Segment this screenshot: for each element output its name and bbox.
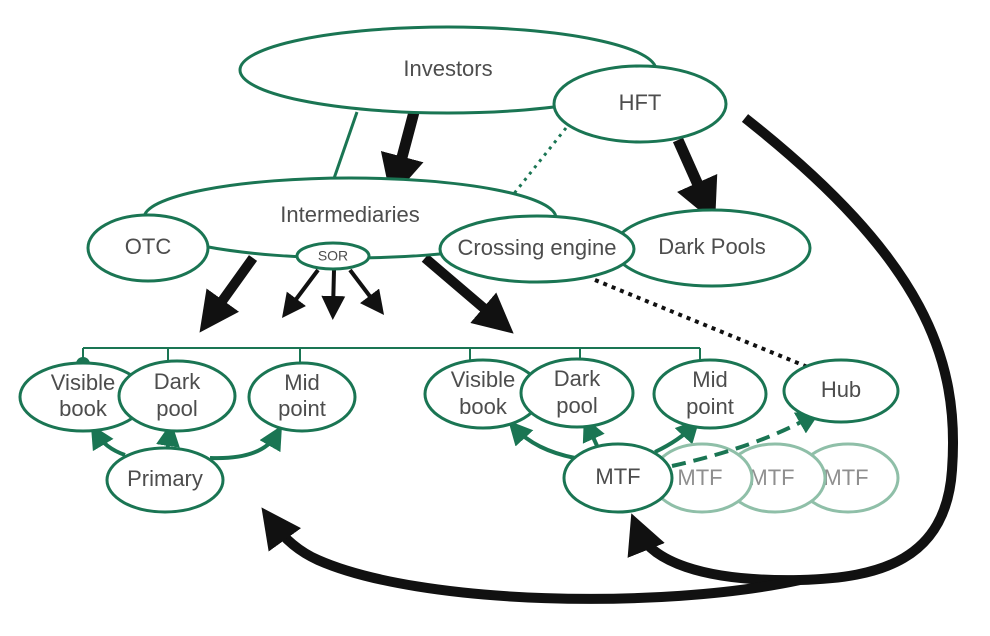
otc-node bbox=[86, 213, 210, 283]
crossing-engine-node bbox=[438, 214, 636, 284]
otc-label: OTC bbox=[125, 234, 172, 259]
arrow-hft-to-dark-pools bbox=[672, 137, 718, 224]
arrow-bottom-curve-to-primary bbox=[261, 507, 802, 604]
left-dark-pool-node bbox=[117, 359, 237, 433]
arrow-intermediaries-to-left-venues bbox=[199, 255, 258, 333]
right-mid-point-label-line1: Mid bbox=[692, 367, 727, 392]
arrow-mtf-to-hub bbox=[671, 411, 821, 468]
left-dark-pool-label-line2: pool bbox=[156, 396, 198, 421]
arrow-mtf-to-dark-pool bbox=[582, 416, 605, 449]
investors-label: Investors bbox=[403, 56, 492, 81]
left-mid-point-node bbox=[247, 361, 357, 433]
arrow-hft-large-curve bbox=[627, 114, 959, 586]
hub-node bbox=[782, 358, 900, 424]
hft-node bbox=[552, 64, 728, 144]
left-mid-point-label-line1: Mid bbox=[284, 370, 319, 395]
right-visible-book-label-line2: book bbox=[459, 394, 508, 419]
sor-label: SOR bbox=[318, 248, 348, 264]
arrow-sor-out-2 bbox=[321, 269, 346, 320]
hub-label: Hub bbox=[821, 377, 861, 402]
hft-label: HFT bbox=[619, 90, 662, 115]
arrow-mtf-to-mid-point bbox=[654, 418, 700, 454]
arrow-intermediaries-to-right-venues bbox=[421, 254, 514, 334]
right-dark-pool-label-line1: Dark bbox=[554, 366, 601, 391]
arrow-sor-out-1 bbox=[282, 268, 320, 318]
arrow-primary-to-mid-point bbox=[209, 425, 283, 461]
mtf-copy-3-label: MTF bbox=[823, 465, 868, 490]
mtf-label: MTF bbox=[595, 464, 640, 489]
primary-node bbox=[105, 446, 225, 514]
mtf-node bbox=[562, 442, 674, 514]
mtf-copy-2-label: MTF bbox=[749, 465, 794, 490]
arrow-investors-to-intermediaries-thick bbox=[380, 110, 424, 200]
right-mid-point-node bbox=[652, 358, 768, 430]
left-mid-point-label-line2: point bbox=[278, 396, 326, 421]
right-dark-pool-node bbox=[519, 357, 635, 429]
sor-node bbox=[295, 241, 371, 271]
left-visible-book-label-line1: Visible bbox=[51, 370, 115, 395]
right-dark-pool-label-line2: pool bbox=[556, 393, 598, 418]
arrow-mtf-to-visible-book bbox=[508, 420, 576, 460]
primary-label: Primary bbox=[127, 466, 203, 491]
arrow-primary-to-visible-book bbox=[90, 424, 126, 457]
arrow-sor-out-3 bbox=[348, 268, 385, 315]
intermediaries-label: Intermediaries bbox=[280, 202, 419, 227]
left-dark-pool-label-line1: Dark bbox=[154, 369, 201, 394]
crossing-engine-label: Crossing engine bbox=[458, 235, 617, 260]
right-mid-point-label-line2: point bbox=[686, 394, 734, 419]
left-visible-book-label-line2: book bbox=[59, 396, 108, 421]
dotted-crossing-engine-to-hub bbox=[594, 278, 811, 370]
right-visible-book-label-line1: Visible bbox=[451, 367, 515, 392]
mtf-copy-1-label: MTF bbox=[677, 465, 722, 490]
arrow-hft-to-crossing-engine bbox=[500, 127, 568, 211]
dark-pools-label: Dark Pools bbox=[658, 234, 766, 259]
